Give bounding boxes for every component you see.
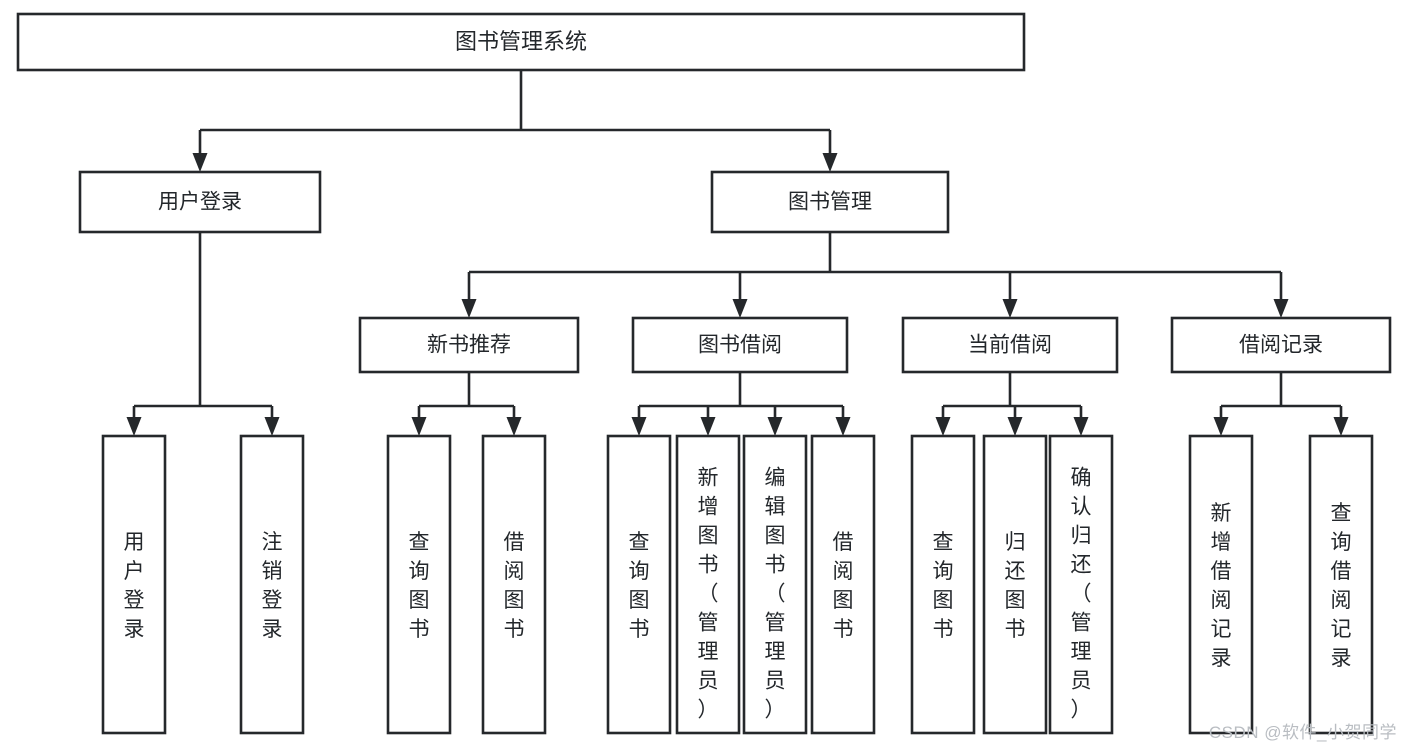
- node-box: [78, 170, 322, 234]
- node-level3-图书借阅[interactable]: 图书借阅: [631, 316, 849, 374]
- node-label: 图书借阅: [698, 334, 782, 357]
- node-box: [481, 434, 547, 735]
- connector-from-图书管理系统-arrowhead-2: [822, 153, 838, 172]
- node-box: [675, 434, 741, 735]
- node-leaf-归还图书[interactable]: 归还图书: [982, 434, 1048, 735]
- node-label: 查询图书: [933, 531, 954, 641]
- connector-from-当前借阅-arrowhead-1: [935, 417, 951, 436]
- connector-from-图书管理-arrowhead-2: [732, 299, 748, 318]
- node-box: [358, 316, 580, 374]
- node-label: 用户登录: [158, 191, 242, 214]
- node-root-图书管理系统[interactable]: 图书管理系统: [16, 12, 1026, 72]
- node-label: 查询图书: [629, 531, 650, 641]
- connector-from-借阅记录-arrowhead-1: [1213, 417, 1229, 436]
- node-leaf-查询借阅记录[interactable]: 查询借阅记录: [1308, 434, 1374, 735]
- node-layer: 图书管理系统用户登录图书管理新书推荐图书借阅当前借阅借阅记录用户登录注销登录查询…: [16, 12, 1392, 735]
- node-box: [710, 170, 950, 234]
- watermark-label: CSDN @软件_小贺同学: [1208, 723, 1397, 742]
- node-box: [910, 434, 976, 735]
- node-leaf-新增借阅记录[interactable]: 新增借阅记录: [1188, 434, 1254, 735]
- connector-from-图书借阅-arrowhead-1: [631, 417, 647, 436]
- connector-layer: [126, 70, 1349, 436]
- connector-from-图书管理系统-arrowhead-1: [192, 153, 208, 172]
- node-leaf-新增图书管理员[interactable]: 新增图书（管理员）: [675, 434, 741, 735]
- node-box: [982, 434, 1048, 735]
- node-box: [239, 434, 305, 735]
- node-leaf-编辑图书管理员[interactable]: 编辑图书（管理员）: [742, 434, 808, 735]
- connector-from-当前借阅-arrowhead-2: [1007, 417, 1023, 436]
- node-label: 借阅图书: [833, 531, 854, 641]
- node-label: 用户登录: [124, 531, 145, 641]
- connector-from-图书借阅-arrowhead-3: [767, 417, 783, 436]
- connector-from-图书借阅-arrowhead-2: [700, 417, 716, 436]
- node-label: 当前借阅: [968, 334, 1052, 357]
- node-level3-当前借阅[interactable]: 当前借阅: [901, 316, 1119, 374]
- node-label: 借阅图书: [504, 531, 525, 641]
- connector-from-用户登录-arrowhead-2: [264, 417, 280, 436]
- node-label: 编辑图书（管理员）: [765, 467, 786, 722]
- node-box: [631, 316, 849, 374]
- node-box: [101, 434, 167, 735]
- node-label: 查询图书: [409, 531, 430, 641]
- connector-from-新书推荐-arrowhead-2: [506, 417, 522, 436]
- node-level3-借阅记录[interactable]: 借阅记录: [1170, 316, 1392, 374]
- node-label: 新增借阅记录: [1211, 502, 1232, 670]
- node-label: 查询借阅记录: [1331, 502, 1352, 670]
- node-label: 归还图书: [1005, 531, 1026, 641]
- node-box: [1048, 434, 1114, 735]
- node-leaf-注销登录[interactable]: 注销登录: [239, 434, 305, 735]
- connector-from-图书借阅-arrowhead-4: [835, 417, 851, 436]
- node-leaf-借阅图书[interactable]: 借阅图书: [481, 434, 547, 735]
- node-label: 图书管理: [788, 191, 872, 214]
- connector-from-用户登录-arrowhead-1: [126, 417, 142, 436]
- connector-from-图书管理-arrowhead-3: [1002, 299, 1018, 318]
- node-leaf-用户登录[interactable]: 用户登录: [101, 434, 167, 735]
- node-label: 新增图书（管理员）: [698, 467, 719, 722]
- node-box: [901, 316, 1119, 374]
- node-box: [1170, 316, 1392, 374]
- node-label: 图书管理系统: [455, 29, 587, 54]
- node-box: [606, 434, 672, 735]
- node-leaf-查询图书[interactable]: 查询图书: [910, 434, 976, 735]
- node-level3-新书推荐[interactable]: 新书推荐: [358, 316, 580, 374]
- node-label: 借阅记录: [1239, 334, 1323, 357]
- node-box: [1308, 434, 1374, 735]
- node-label: 确认归还（管理员）: [1071, 467, 1092, 722]
- connector-from-新书推荐-arrowhead-1: [411, 417, 427, 436]
- connector-from-借阅记录-arrowhead-2: [1333, 417, 1349, 436]
- node-box: [742, 434, 808, 735]
- node-leaf-查询图书[interactable]: 查询图书: [386, 434, 452, 735]
- node-box: [810, 434, 876, 735]
- node-label: 新书推荐: [427, 334, 511, 357]
- node-box: [16, 12, 1026, 72]
- node-level2-图书管理[interactable]: 图书管理: [710, 170, 950, 234]
- node-level2-用户登录[interactable]: 用户登录: [78, 170, 322, 234]
- connector-from-当前借阅-arrowhead-3: [1073, 417, 1089, 436]
- node-leaf-确认归还管理员[interactable]: 确认归还（管理员）: [1048, 434, 1114, 735]
- connector-from-图书管理-arrowhead-1: [461, 299, 477, 318]
- node-label: 注销登录: [262, 531, 283, 641]
- node-leaf-借阅图书[interactable]: 借阅图书: [810, 434, 876, 735]
- connector-from-图书管理-arrowhead-4: [1273, 299, 1289, 318]
- node-leaf-查询图书[interactable]: 查询图书: [606, 434, 672, 735]
- node-box: [1188, 434, 1254, 735]
- node-box: [386, 434, 452, 735]
